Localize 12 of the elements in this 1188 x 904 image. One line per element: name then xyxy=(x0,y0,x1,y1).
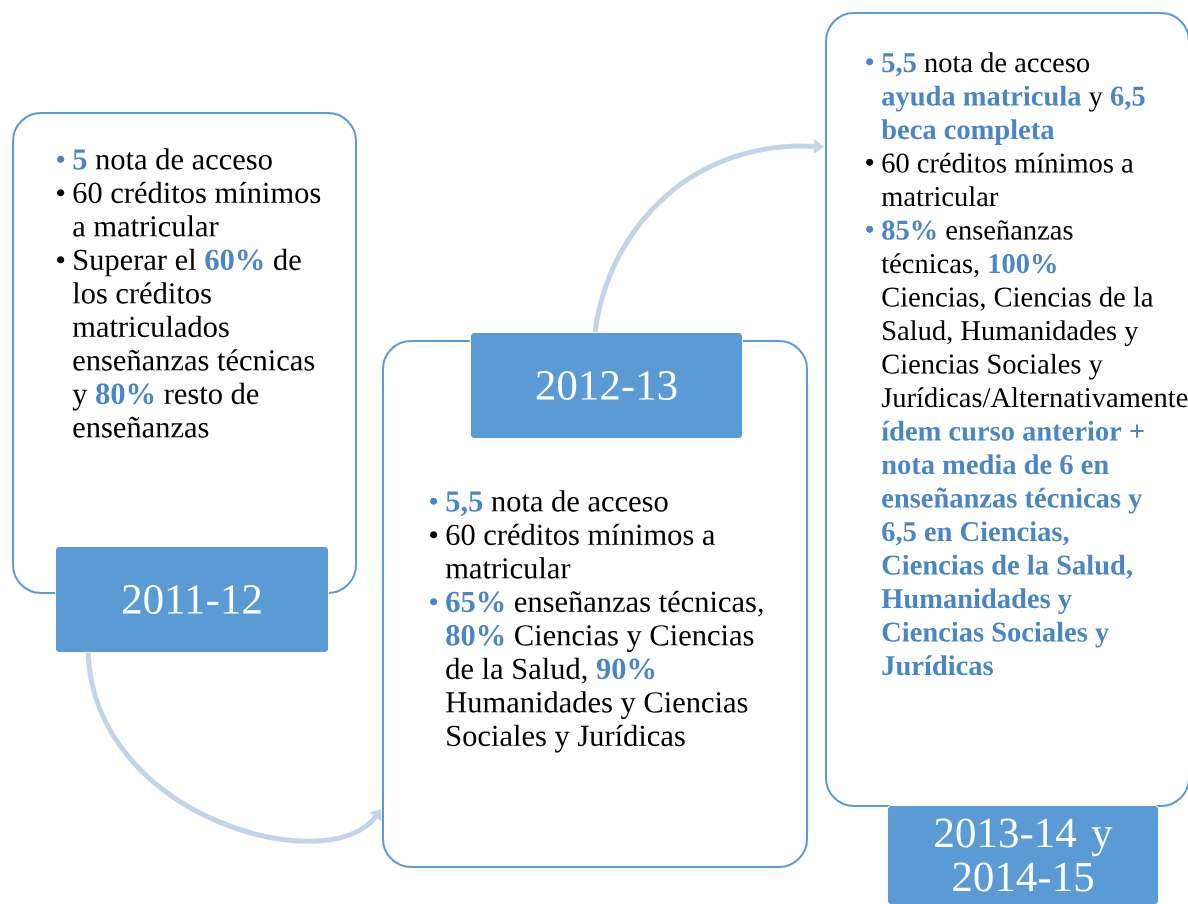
year-label: 2012-13 xyxy=(470,332,743,439)
year-label: 2011-12 xyxy=(55,546,329,653)
curved-arrow xyxy=(85,652,382,844)
year-label: 2013-14 y 2014-15 xyxy=(887,805,1159,904)
card xyxy=(825,12,1188,807)
bullet-text: 85% enseñanzas técnicas, 100% Ciencias, Ciencias de la Salud, Humanidades y Ciencias Sociales y Jurídicas/Alternativamente ídem curso anterior + nota media de 6 en enseñanzas técnicas y 6,5 en Ciencias, Ciencias de la Salud, Humanidades y Ciencias Sociales y Jurídicas xyxy=(881,220,1188,676)
curved-arrow xyxy=(592,139,824,333)
bullet-text: 5 nota de acceso xyxy=(73,148,272,170)
bullet-text: 65% enseñanzas técnicas, 80% Ciencias y Ciencias de la Salud, 90% Humanidades y Ciencias Sociales y Jurídicas xyxy=(446,590,763,753)
bullet-text: 5,5 nota de acceso xyxy=(446,490,668,517)
bullet-text: 5,5 nota de acceso ayuda matricula y 6,5 beca completa xyxy=(881,52,1145,146)
bullet-text: Superar el 60% de los créditos matriculados enseñanzas técnicas y 80% resto de enseñanzas xyxy=(72,248,315,438)
